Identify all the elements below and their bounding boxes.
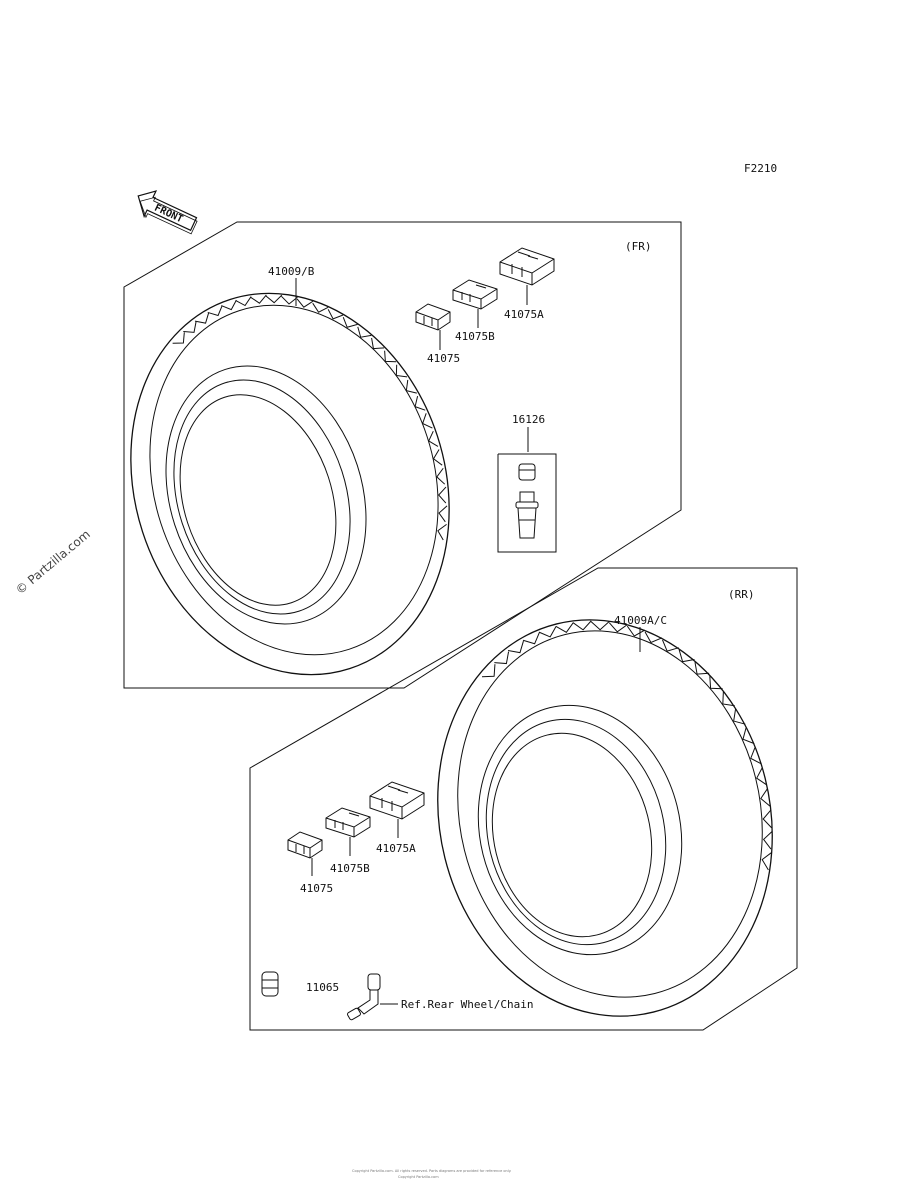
diagram-code: F2210 — [744, 162, 777, 175]
tread-chevron — [357, 326, 372, 338]
front-section: (FR) 41009/B 41075 41075B — [83, 221, 682, 717]
rear-tire[interactable] — [397, 584, 814, 1052]
tread-chevron — [709, 676, 723, 690]
front-valve-label: 16126 — [512, 413, 545, 426]
front-tire[interactable] — [83, 252, 498, 717]
tread-chevron — [183, 321, 197, 333]
tread-chevron — [432, 449, 443, 466]
tread-chevron — [437, 524, 447, 541]
tread-chevron — [395, 364, 408, 378]
front-weight-41075a[interactable] — [499, 247, 555, 286]
tread-chevron — [250, 294, 267, 304]
tread-chevron — [265, 294, 283, 304]
front-tire-label: 41009/B — [268, 265, 315, 278]
tread-chevron — [494, 651, 510, 665]
tread-chevron — [405, 379, 417, 394]
tread-chevron — [436, 467, 446, 485]
front-arrow-icon: FRONT — [137, 190, 198, 235]
rear-section: (RR) 41009A/C 41075 41075B — [249, 567, 814, 1052]
rear-weight-41075[interactable] — [287, 831, 323, 859]
tread-chevron — [422, 413, 433, 429]
tread-chevron — [762, 830, 773, 850]
front-section-frame — [123, 221, 682, 689]
tread-chevron — [481, 664, 496, 678]
tread-chevron — [590, 621, 610, 631]
tread-chevron — [662, 639, 679, 652]
tread-chevron — [327, 309, 344, 320]
tread-chevron — [572, 620, 592, 631]
rear-weight-41075a[interactable] — [369, 781, 425, 820]
tread-chevron — [414, 396, 426, 411]
tread-chevron — [221, 299, 237, 311]
rear-tire-tread — [481, 620, 773, 871]
tread-chevron — [235, 296, 252, 307]
footer-line-1: Copyright Partzilla.com. All rights rese… — [352, 1169, 511, 1173]
valve-cap-icon[interactable] — [261, 971, 279, 997]
rear-weight-label-1: 41075 — [300, 882, 333, 895]
front-weight-41075b[interactable] — [452, 279, 498, 310]
tread-chevron — [761, 851, 773, 871]
tread-chevron — [756, 767, 768, 786]
valve-icon[interactable] — [515, 463, 539, 539]
tread-chevron — [342, 317, 358, 328]
tread-chevron — [522, 632, 540, 645]
tread-chevron — [678, 649, 695, 663]
tread-chevron — [207, 305, 223, 317]
tread-chevron — [296, 298, 314, 308]
tread-chevron — [538, 626, 557, 638]
rear-weight-label-2: 41075B — [330, 862, 370, 875]
angled-valve-icon[interactable] — [347, 973, 381, 1021]
tread-chevron — [507, 640, 524, 654]
tread-chevron — [733, 709, 746, 725]
tread-chevron — [760, 788, 771, 807]
tread-chevron — [438, 486, 447, 504]
front-tire-tread — [172, 294, 448, 541]
tread-chevron — [371, 337, 385, 350]
watermark: © Partzilla.com — [13, 527, 93, 597]
front-weight-41075[interactable] — [415, 303, 451, 331]
tread-chevron — [722, 691, 735, 707]
tread-chevron — [750, 746, 762, 765]
front-valve-box — [497, 453, 557, 553]
tread-chevron — [312, 302, 329, 313]
tread-chevron — [626, 625, 646, 637]
tread-chevron — [438, 505, 448, 523]
tread-chevron — [762, 809, 772, 829]
rear-tire-label: 41009A/C — [614, 614, 667, 627]
tread-chevron — [742, 727, 755, 745]
tread-chevron — [172, 332, 185, 344]
rear-section-title: (RR) — [728, 588, 755, 601]
tread-chevron — [694, 662, 710, 675]
rear-weight-label-3: 41075A — [376, 842, 416, 855]
tread-chevron — [281, 295, 298, 305]
rear-valve-cap-label: 11065 — [306, 981, 339, 994]
tread-chevron — [608, 622, 628, 633]
tread-chevron — [194, 312, 210, 324]
front-weight-label-3: 41075A — [504, 308, 544, 321]
rear-reference-label: Ref.Rear Wheel/Chain — [401, 998, 533, 1011]
rear-section-frame — [249, 567, 798, 1031]
tread-chevron — [384, 350, 397, 363]
front-section-title: (FR) — [625, 240, 652, 253]
footer-line-2: Copyright Partzilla.com — [398, 1175, 439, 1179]
tread-chevron — [428, 430, 439, 447]
tread-chevron — [644, 631, 663, 644]
front-weight-label-1: 41075 — [427, 352, 460, 365]
rear-weight-41075b[interactable] — [325, 807, 371, 838]
front-weight-label-2: 41075B — [455, 330, 495, 343]
tread-chevron — [555, 622, 574, 633]
